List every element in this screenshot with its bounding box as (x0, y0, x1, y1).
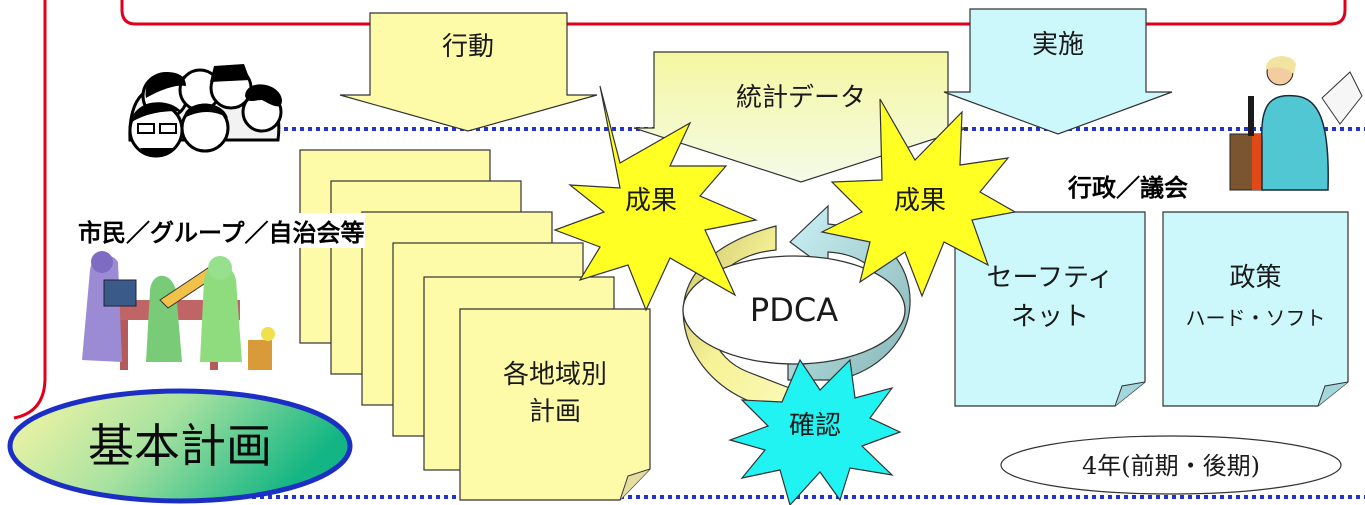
result-burst-right-label: 成果 (893, 186, 946, 216)
page-curl (1114, 381, 1146, 407)
page-curl (619, 468, 651, 501)
result-burst-left (553, 85, 759, 312)
policy-line1: 政策 (1229, 263, 1282, 293)
pdca-label: PDCA (750, 291, 838, 329)
result-burst-left-label: 成果 (624, 186, 677, 216)
citizens-icon (128, 64, 283, 158)
statistics-arrow-label: 統計データ (735, 83, 866, 113)
term-label: 4年(前期・後期) (1082, 452, 1260, 480)
basic-plan-label: 基本計画 (88, 419, 272, 473)
left-red-frame (13, 0, 47, 420)
basic-plan-ellipse (7, 388, 353, 504)
government-label: 行政／議会 (1068, 174, 1188, 202)
result-burst-right (820, 98, 1017, 298)
citizens-label: 市民／グループ／自治会等 (78, 213, 365, 248)
speaker-icon (1229, 56, 1363, 191)
action-arrow (339, 12, 598, 132)
confirm-burst-label: 確認 (788, 411, 841, 441)
regional-plan-line1: 各地域別 (502, 360, 607, 390)
policy-line2: ハード・ソフト (1185, 306, 1326, 330)
page-curl (1317, 381, 1349, 407)
top-red-frame (120, 0, 1347, 26)
term-ellipse (1000, 435, 1342, 495)
people-working-icon (82, 251, 275, 370)
pdca-ellipse (682, 255, 906, 365)
safety-net-line1: セーフティ (986, 263, 1114, 293)
action-arrow-label: 行動 (441, 32, 494, 62)
implementation-arrow-label: 実施 (1031, 30, 1084, 60)
safety-net-line2: ネット (1010, 302, 1089, 332)
confirm-burst (728, 358, 902, 505)
regional-plan-line2: 計画 (528, 397, 581, 427)
implementation-arrow (943, 8, 1173, 135)
